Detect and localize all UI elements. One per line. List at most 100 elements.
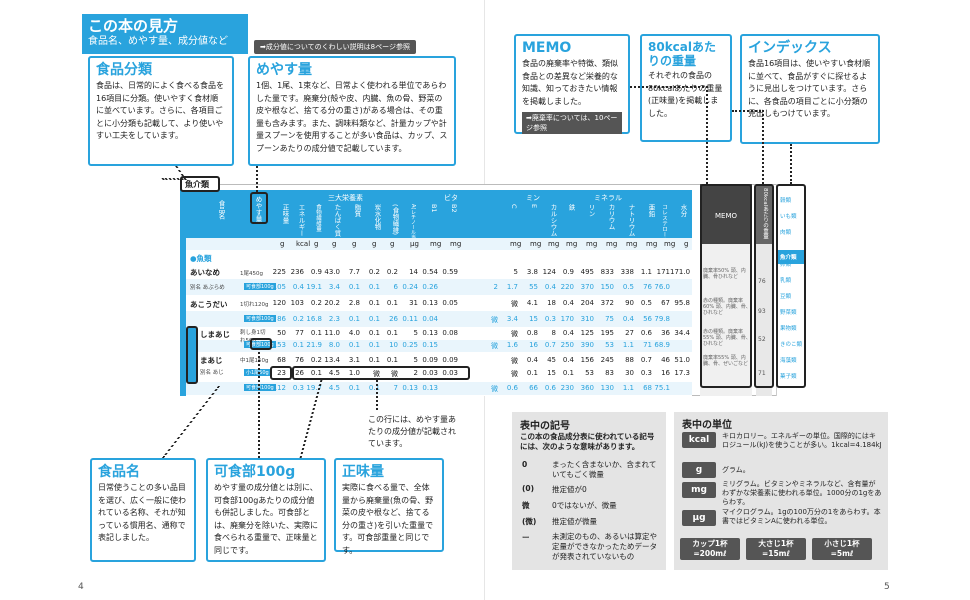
food-name: あいなめ (190, 268, 220, 277)
index-item[interactable]: 海藻類 (780, 358, 797, 364)
table-cell: 0.2 (292, 315, 304, 323)
table-cell: 0.1 (348, 315, 360, 323)
index-item[interactable]: 乳類 (780, 278, 792, 284)
cup-value: =5mℓ (830, 549, 854, 558)
table-cell: 0.1 (386, 356, 398, 364)
section-tag: 魚介類 (185, 180, 209, 189)
page-title: この本の見方 (88, 17, 179, 35)
table-cell: 2.8 (348, 299, 360, 307)
page-header: この本の見方 食品名、めやす量、成分値など (82, 14, 248, 54)
symbol: (0) (522, 484, 535, 493)
table-cell: 0.3 (640, 369, 652, 377)
table-cell: 56 (643, 315, 652, 323)
callout-text: 食品16項目は、使いやすい食材順に並べて、食品がすぐに探せるように見出しをつけて… (748, 59, 871, 118)
index-item[interactable]: 野菜類 (780, 310, 797, 316)
unit-cell: g (280, 240, 285, 248)
callout-title: 可食部100g (214, 464, 296, 480)
table-cell: 0.1 (310, 369, 322, 377)
table-cell: 0.2 (386, 268, 398, 276)
table-cell: 1.6 (506, 341, 518, 349)
table-cell: 微 (511, 300, 518, 308)
table-cell: 19.7 (306, 384, 322, 392)
unit-cell: g (314, 240, 319, 248)
table-cell: 0.7 (544, 341, 556, 349)
column-header: A(レチノール当量) (410, 204, 416, 247)
unit-cell: mg (430, 240, 442, 248)
unit-cell: g (372, 240, 377, 248)
table-cell: 18 (547, 299, 556, 307)
table-cell: 3.4 (328, 283, 340, 291)
callout-80kcal: 80kcalあたりの重量 それぞれの食品の80kcalあたりの重量(正味量)を掲… (640, 34, 732, 142)
index-item[interactable]: きのこ類 (780, 342, 803, 348)
cup-measure: カップ1杯=200mℓ (680, 538, 740, 560)
table-cell: 370 (580, 283, 594, 291)
column-header: C (510, 204, 518, 209)
index-item-active[interactable]: 魚介類 (780, 255, 797, 261)
index-active-marker (777, 250, 804, 264)
symbol: ー (522, 533, 530, 542)
table-cell: 0.13 (402, 384, 418, 392)
per100-label: 可食部100g (244, 341, 276, 348)
connector-food-name (103, 386, 221, 458)
index-item[interactable]: いも類 (780, 214, 797, 220)
table-cell: 0.1 (386, 299, 398, 307)
symbol: 0 (522, 460, 528, 469)
unit-cell: g (332, 240, 337, 248)
index-item[interactable]: 卵類 (780, 262, 792, 268)
food-measure: 1切れ120g (240, 302, 269, 308)
table-cell: 67 (661, 299, 670, 307)
table-cell: 0.1 (368, 329, 380, 337)
table-cell: 195 (600, 329, 614, 337)
callout-text: 実際に食べる量で、全体量から廃棄量(魚の骨、野菜の皮や根など、捨てる分の重さ)を… (342, 483, 434, 555)
index-item[interactable]: 果物類 (780, 326, 797, 332)
table-cell: 156 (580, 356, 594, 364)
table-cell: 6 (393, 283, 398, 291)
food-name: しまあじ (200, 330, 230, 339)
table-cell: 2 (413, 369, 418, 377)
table-cell: 3.4 (506, 315, 518, 323)
symbol-row: ー (522, 532, 552, 543)
table-cell: 1.0 (348, 369, 360, 377)
table-row-per100 (186, 382, 692, 395)
cup-value: =200mℓ (693, 549, 727, 558)
measure-row-highlight (292, 366, 470, 380)
index-item[interactable]: 豆類 (780, 294, 792, 300)
symbol-row: (0) (522, 484, 552, 493)
table-cell: 0.1 (526, 369, 538, 377)
symbol-row: 微 (522, 500, 552, 511)
table-cell: 0.08 (442, 329, 458, 337)
unit-cell: kcal (296, 240, 311, 248)
callout-title: 80kcalあたりの重量 (648, 40, 717, 68)
group-label: ミン (526, 194, 540, 202)
index-highlight (776, 184, 806, 388)
unit-cell: g (352, 240, 357, 248)
column-header: カルシウム (549, 204, 557, 237)
kcal80-highlight (754, 184, 774, 388)
table-cell: 171 (656, 268, 670, 276)
callout-edible100: 可食部100g めやす量の成分値とは別に、可食部100gあたりの成分値も併記しま… (206, 458, 326, 562)
table-cell: 83 (605, 369, 614, 377)
table-cell: 124 (542, 268, 556, 276)
index-item[interactable]: 穀類 (780, 198, 792, 204)
teaspoon-measure: 小さじ1杯=5mℓ (812, 538, 872, 560)
connector-measure (256, 166, 258, 192)
connector-annotation (376, 380, 378, 410)
measure-header-box (250, 192, 268, 224)
symbol-desc: 推定値が0 (552, 485, 587, 494)
callout-title: 正味量 (342, 464, 384, 480)
table-cell: 360 (580, 384, 594, 392)
table-cell: 0.4 (562, 299, 574, 307)
table-cell: 45 (547, 356, 556, 364)
table-cell: 55 (529, 283, 538, 291)
table-cell: 0.3 (292, 384, 304, 392)
index-item[interactable]: 菓子類 (780, 374, 797, 380)
kcal80-value: 76 (758, 278, 766, 285)
page-number-right: 5 (884, 582, 890, 592)
unit-cell: mg (530, 240, 542, 248)
memo-text: 赤の種類。廃棄率55% 頭、内臓、骨、ひれなど (703, 329, 751, 347)
table-cell: 5 (413, 329, 418, 337)
symbol-desc: 未測定のもの、あるいは算定や定量ができなかったためデータが発表されていないもの (552, 532, 657, 561)
index-item[interactable]: 肉類 (780, 230, 792, 236)
table-cell: 0.2 (310, 299, 322, 307)
unit-badge: μg (682, 510, 716, 526)
